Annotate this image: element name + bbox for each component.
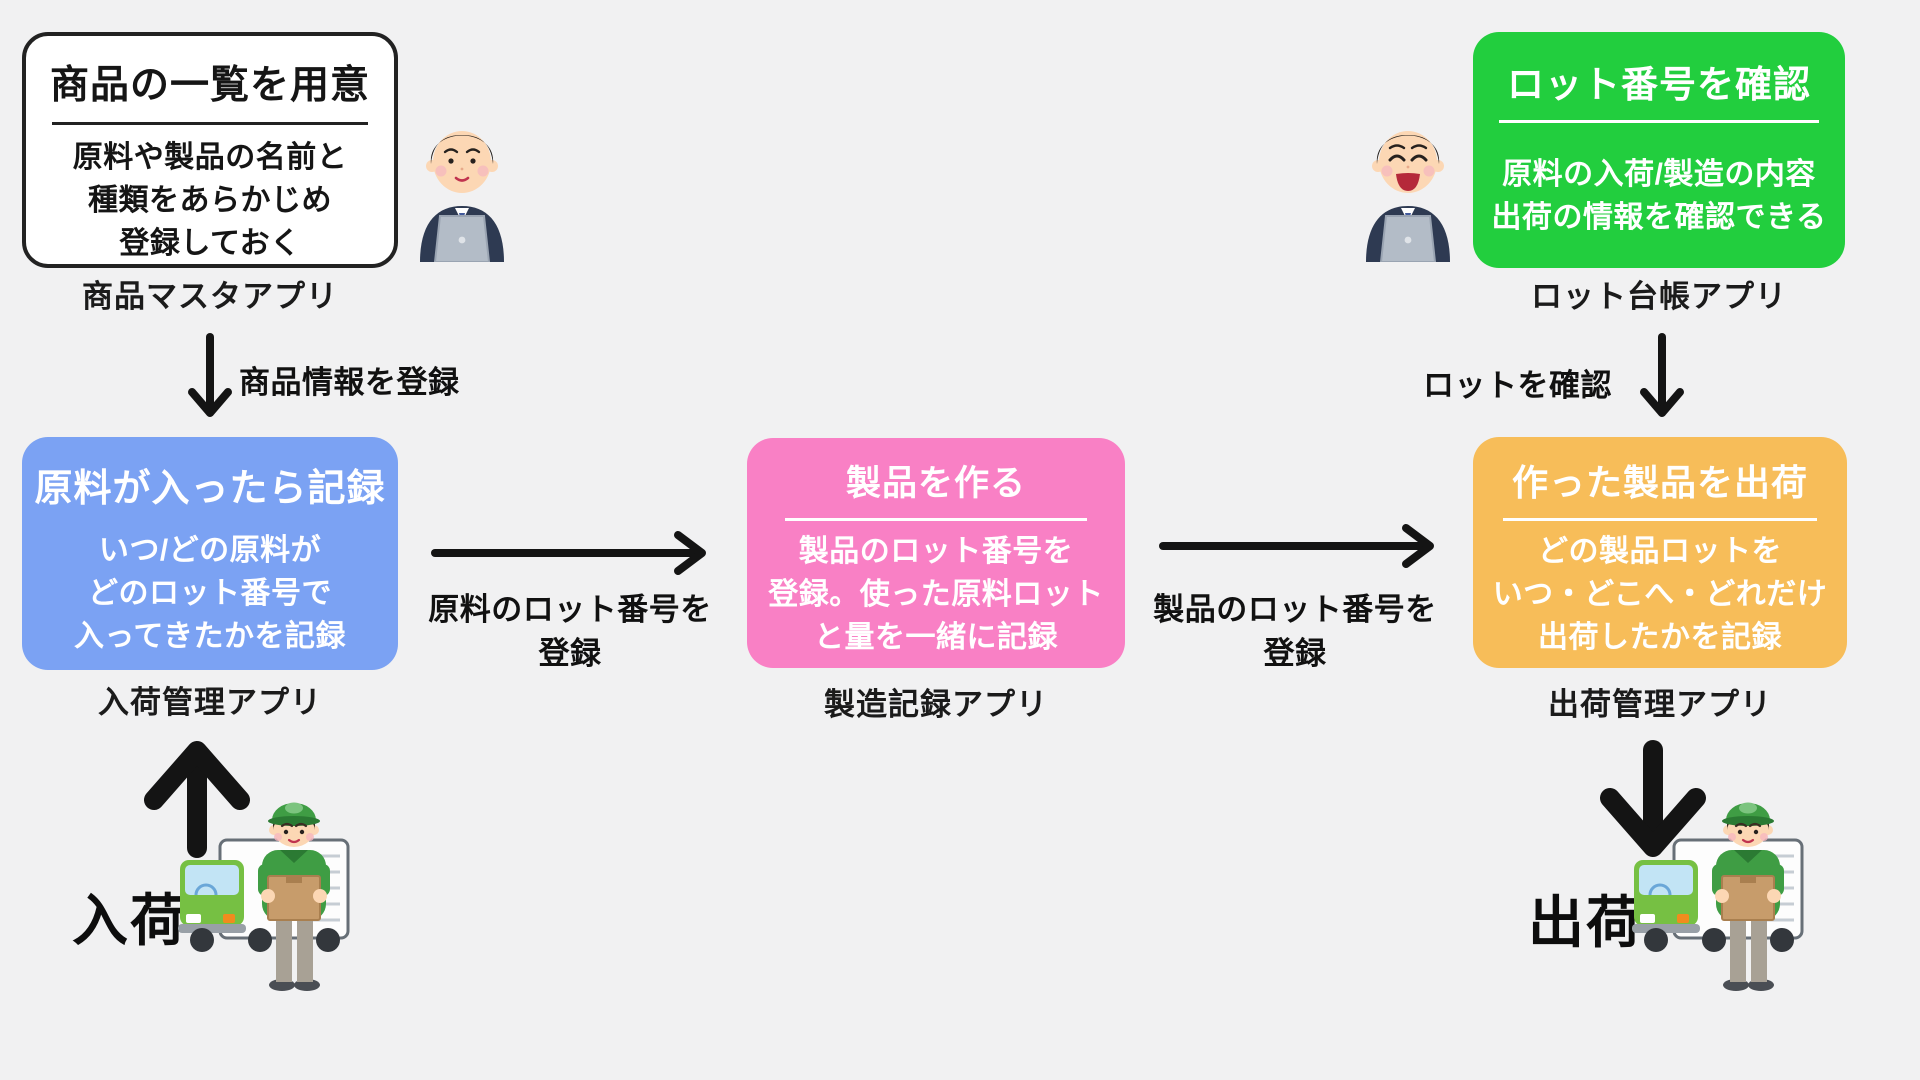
right-arrow-icon [430,528,720,578]
down-arrow-icon [1637,332,1687,422]
manufacturing-box: 製品を作る 製品のロット番号を 登録。使った原料ロット と量を一緒に記録 [747,438,1125,668]
title-divider [784,518,1088,521]
outbound-label: 出荷 [1528,891,1644,954]
receiving-app-label: 入荷管理アプリ [98,685,322,720]
title-divider [51,122,369,125]
inbound-label: 入荷 [72,889,188,952]
product-master-app-label: 商品マスタアプリ [82,279,338,314]
receiving-title: 原料が入ったら記録 [34,468,386,510]
shipping-app-label: 出荷管理アプリ [1548,687,1772,722]
receiving-box: 原料が入ったら記録 いつ/どの原料が どのロット番号で 入ってきたかを記録 [22,437,398,670]
manufacturing-title: 製品を作る [845,464,1026,503]
register-material-lot-label: 原料のロット番号を 登録 [428,592,712,671]
lot-ledger-title: ロット番号を確認 [1507,64,1811,105]
lot-ledger-body: 原料の入荷/製造の内容 出荷の情報を確認できる [1491,158,1827,234]
title-divider [1499,120,1819,123]
check-lot-label: ロットを確認 [1423,368,1612,403]
delivery-person-truck-illustration [176,780,351,1002]
receiving-body: いつ/どの原料が どのロット番号で 入ってきたかを記録 [73,534,347,653]
register-product-lot-label: 製品のロット番号を 登録 [1153,592,1437,671]
product-master-title: 商品の一覧を用意 [49,64,370,107]
manufacturing-app-label: 製造記録アプリ [824,687,1048,722]
lot-ledger-app-label: ロット台帳アプリ [1531,279,1787,314]
down-arrow-icon [185,332,235,422]
right-arrow-icon [1158,521,1448,571]
title-divider [1502,518,1818,521]
shipping-title: 作った製品を出荷 [1511,462,1808,503]
product-master-body: 原料や製品の名前と 種類をあらかじめ 登録しておく [72,141,348,260]
manufacturing-body: 製品のロット番号を 登録。使った原料ロット と量を一緒に記録 [768,535,1104,654]
happy-office-worker-illustration [1358,102,1458,262]
shipping-body: どの製品ロットを いつ・どこへ・どれだけ 出荷したかを記録 [1492,535,1828,654]
delivery-person-truck-illustration [1630,780,1805,1002]
office-worker-illustration [412,102,512,262]
shipping-box: 作った製品を出荷 どの製品ロットを いつ・どこへ・どれだけ 出荷したかを記録 [1473,437,1847,668]
product-master-box: 商品の一覧を用意 原料や製品の名前と 種類をあらかじめ 登録しておく [22,32,398,268]
lot-ledger-box: ロット番号を確認 原料の入荷/製造の内容 出荷の情報を確認できる [1473,32,1845,268]
register-product-info-label: 商品情報を登録 [239,365,460,400]
